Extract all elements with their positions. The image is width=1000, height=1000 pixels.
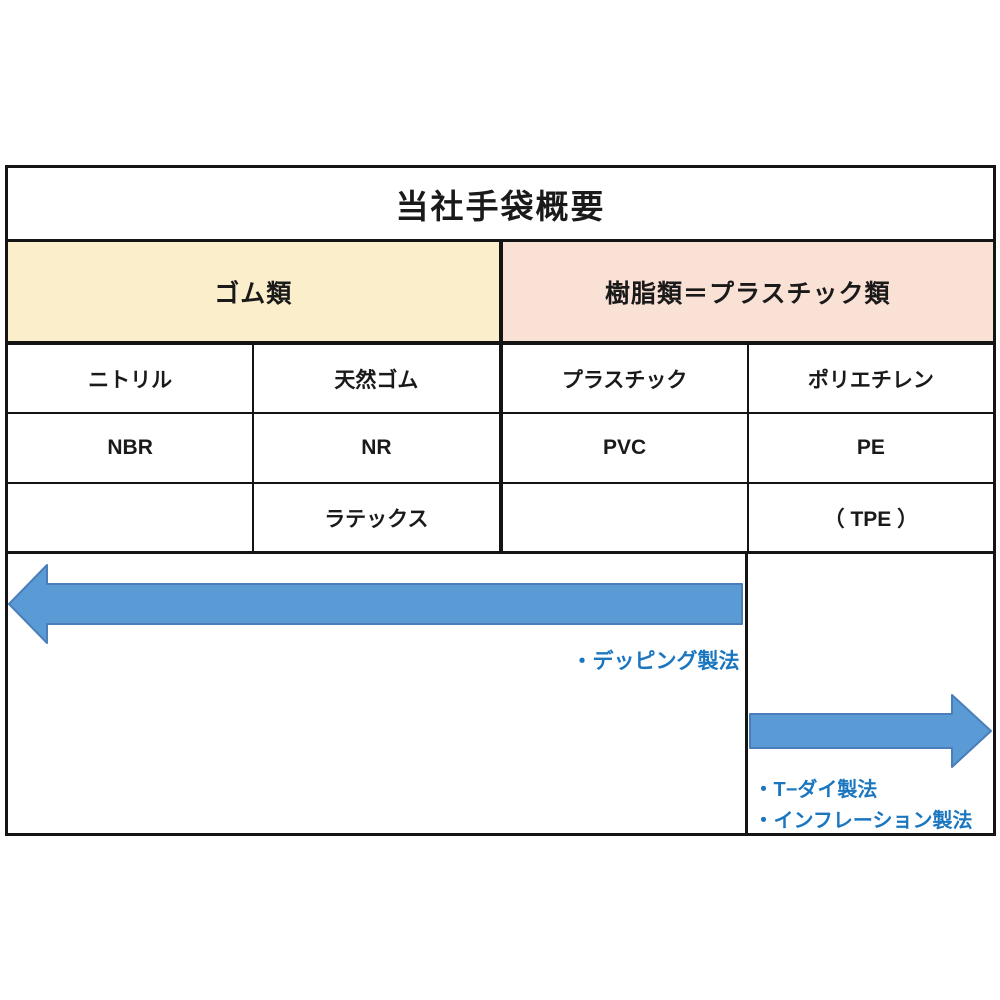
dipping-method-label: ・デッピング製法	[571, 650, 740, 673]
right-arrow-icon	[748, 694, 992, 768]
cell-plastic-name: プラスチック	[503, 345, 749, 412]
category-rubber-label: ゴム類	[214, 279, 293, 308]
table-title-row: 当社手袋概要	[8, 168, 993, 242]
cell-pe-code: PE	[856, 436, 885, 459]
cell-polyethylene-name: ポリエチレン	[807, 368, 934, 392]
category-plastic-label: 樹脂類＝プラスチック類	[604, 279, 891, 308]
cell-nr-code: NR	[254, 414, 503, 482]
category-plastic: 樹脂類＝プラスチック類	[502, 242, 993, 341]
cell-latex-extra: ラテックス	[254, 484, 503, 551]
manufacturing-method-section: ・デッピング製法 ・T−ダイ製法 ・インフレーション製法	[8, 554, 993, 833]
cell-natural-rubber-name: 天然ゴム	[254, 345, 503, 412]
material-code-row: NBR NR PVC PE	[8, 414, 993, 484]
rubber-method-zone: ・デッピング製法	[8, 554, 748, 833]
t-die-method-label: ・T−ダイ製法	[753, 779, 878, 801]
left-arrow-icon	[8, 564, 743, 644]
cell-empty-2	[503, 484, 749, 551]
cell-pvc-code: PVC	[503, 414, 749, 482]
plastic-method-zone: ・T−ダイ製法 ・インフレーション製法	[748, 554, 994, 833]
glove-overview-table: 当社手袋概要 ゴム類 樹脂類＝プラスチック類 ニトリル 天然ゴム プラスチック …	[5, 165, 996, 836]
cell-nbr-code: NBR	[8, 414, 255, 482]
material-extra-row: ラテックス （ TPE ）	[8, 484, 993, 554]
cell-nitrile-name: ニトリル	[8, 345, 255, 412]
material-name-row: ニトリル 天然ゴム プラスチック ポリエチレン	[8, 345, 993, 414]
inflation-method-label: ・インフレーション製法	[753, 810, 973, 832]
category-rubber: ゴム類	[8, 242, 503, 341]
cell-empty-1	[8, 484, 255, 551]
category-header-row: ゴム類 樹脂類＝プラスチック類	[8, 242, 993, 345]
table-title: 当社手袋概要	[395, 187, 606, 225]
cell-tpe-extra: （ TPE ）	[823, 507, 919, 531]
